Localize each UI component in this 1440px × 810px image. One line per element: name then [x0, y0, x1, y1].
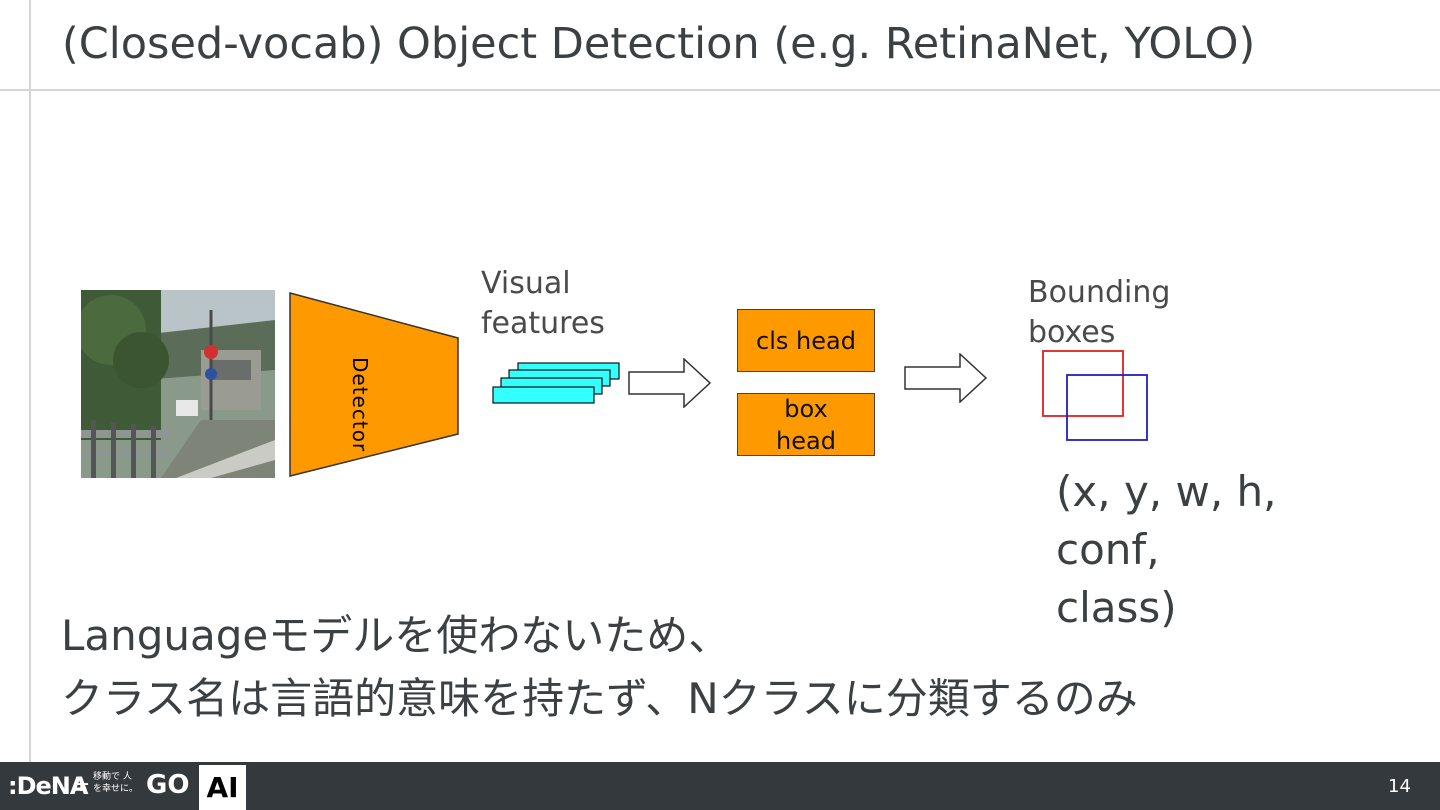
description-text: Languageモデルを使わないため、 クラス名は言語的意味を持たず、Nクラスに…: [61, 604, 1138, 730]
go-logo: GO: [146, 770, 190, 800]
visual-features-stack: [492, 362, 620, 404]
output-tuple-text: (x, y, w, h, conf, class): [1056, 467, 1277, 632]
left-rule: [29, 0, 31, 762]
cls-head-box: cls head: [737, 309, 875, 372]
cls-head-label: cls head: [756, 326, 856, 355]
bounding-boxes-graphic: [1042, 350, 1148, 441]
title-rule: [0, 89, 1440, 91]
logo-plus: +: [72, 772, 91, 797]
go-tagline-logo: 移動で 人を幸せに。: [93, 772, 139, 794]
slide-title: (Closed-vocab) Object Detection (e.g. Re…: [62, 19, 1256, 69]
description-line-2: クラス名は言語的意味を持たず、Nクラスに分類するのみ: [61, 674, 1138, 723]
right-arrow-icon: [628, 358, 712, 408]
box-head-label: box head: [776, 394, 836, 455]
detector-block: [289, 292, 459, 477]
ai-badge: AI: [199, 765, 246, 810]
box-head-box: box head: [737, 393, 875, 456]
bounding-boxes-label: Bounding boxes: [1028, 275, 1171, 350]
input-street-photo: [81, 290, 275, 478]
right-arrow-icon: [904, 353, 988, 403]
footer-bar: :DeNA + 移動で 人を幸せに。 GO AI 14: [0, 762, 1440, 810]
page-number: 14: [1388, 776, 1411, 797]
visual-features-label: Visual features: [481, 266, 605, 341]
dena-logo: :DeNA: [8, 772, 88, 800]
description-line-1: Languageモデルを使わないため、: [61, 611, 731, 660]
detector-label: Detector: [348, 357, 372, 453]
